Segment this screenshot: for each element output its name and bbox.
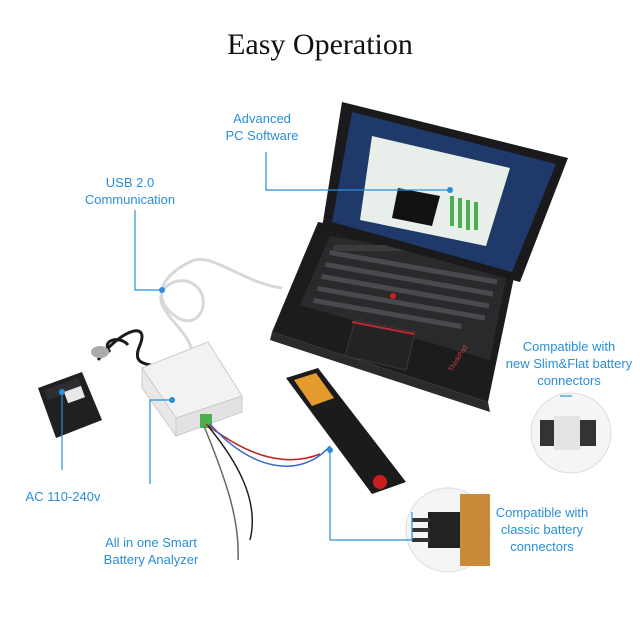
usb-cable — [159, 257, 283, 353]
label-classic-connectors: Compatible with classic battery connecto… — [495, 505, 589, 554]
label-ac: AC 110-240v — [25, 489, 101, 504]
laptop-battery — [286, 368, 406, 494]
label-slim-connectors: Compatible with new Slim&Flat battery co… — [505, 339, 633, 388]
label-software: Advanced PC Software — [225, 111, 299, 143]
callout-lines — [61, 152, 572, 541]
test-wires — [203, 423, 331, 561]
label-usb: USB 2.0 Communication — [84, 175, 176, 207]
trackpoint — [390, 293, 396, 299]
page-title: Easy Operation — [227, 28, 413, 61]
classic-connector-inset — [405, 487, 491, 573]
slim-connector-inset — [530, 392, 612, 474]
laptop: ThinkPad — [270, 102, 568, 412]
software-display — [392, 188, 440, 226]
label-analyzer: All in one Smart Battery Analyzer — [103, 535, 199, 567]
battery-analyzer — [141, 341, 243, 438]
keyboard-keys — [313, 250, 498, 329]
